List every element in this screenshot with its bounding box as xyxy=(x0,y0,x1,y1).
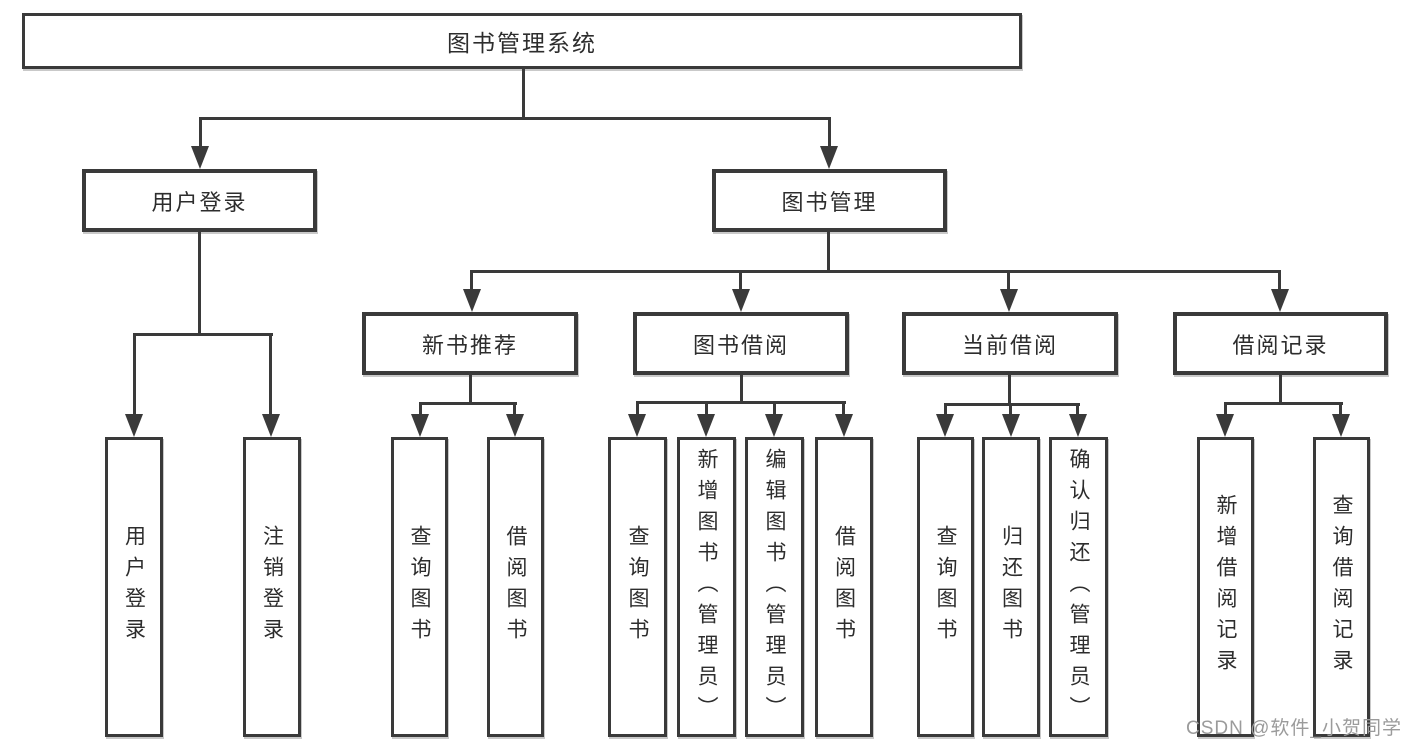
connector-line xyxy=(1279,375,1282,404)
node-library-management-system: 图书管理系统 xyxy=(22,13,1022,69)
leaf-label: 用户登录 xyxy=(122,525,146,649)
arrow-down-icon xyxy=(1216,414,1234,437)
node-label: 图书借阅 xyxy=(692,332,789,358)
connector-line xyxy=(133,333,273,336)
leaf-add-borrow-record: 新增借阅记录 xyxy=(1197,437,1254,737)
arrow-down-icon xyxy=(262,414,280,437)
arrow-down-icon xyxy=(1002,414,1020,437)
leaf-label: 确认归还（管理员） xyxy=(1067,447,1090,727)
node-book-borrowing: 图书借阅 xyxy=(633,312,849,375)
arrow-down-icon xyxy=(1000,289,1018,312)
arrow-down-icon xyxy=(191,146,209,169)
connector-line xyxy=(419,402,517,405)
connector-line xyxy=(1339,402,1342,416)
connector-line xyxy=(198,232,201,336)
arrow-down-icon xyxy=(936,414,954,437)
leaf-edit-books-admin: 编辑图书（管理员） xyxy=(745,437,804,737)
node-user-login: 用户登录 xyxy=(82,169,317,232)
leaf-add-books-admin: 新增图书（管理员） xyxy=(677,437,736,737)
leaf-query-books-borrow: 查询图书 xyxy=(608,437,667,737)
connector-line xyxy=(199,117,202,150)
connector-line xyxy=(773,401,776,416)
arrow-down-icon xyxy=(1332,414,1350,437)
node-label: 借阅记录 xyxy=(1232,332,1329,358)
connector-line xyxy=(1008,375,1011,406)
connector-line xyxy=(739,270,742,292)
arrow-down-icon xyxy=(765,414,783,437)
node-label: 用户登录 xyxy=(151,189,248,215)
leaf-return-books: 归还图书 xyxy=(982,437,1040,737)
connector-line xyxy=(705,401,708,416)
connector-line xyxy=(133,333,136,416)
connector-line xyxy=(269,333,272,416)
connector-line xyxy=(828,117,831,150)
connector-line xyxy=(740,375,743,404)
node-book-management: 图书管理 xyxy=(712,169,947,232)
leaf-query-books-recommend: 查询图书 xyxy=(391,437,448,737)
leaf-label: 编辑图书（管理员） xyxy=(763,447,786,727)
arrow-down-icon xyxy=(463,289,481,312)
connector-line xyxy=(522,69,525,118)
connector-line xyxy=(1224,402,1343,405)
connector-line xyxy=(944,403,947,416)
leaf-borrow-books: 借阅图书 xyxy=(815,437,873,737)
connector-line xyxy=(199,117,831,120)
leaf-query-books-current: 查询图书 xyxy=(917,437,974,737)
connector-line xyxy=(1278,270,1281,292)
connector-line xyxy=(944,403,1080,406)
connector-line xyxy=(1007,270,1010,292)
leaf-label: 新增借阅记录 xyxy=(1214,494,1237,680)
node-label: 图书管理 xyxy=(781,189,878,215)
connector-line xyxy=(470,270,1281,273)
arrow-down-icon xyxy=(1069,414,1087,437)
csdn-watermark: CSDN @软件_小贺同学 xyxy=(1186,718,1402,739)
arrow-down-icon xyxy=(835,414,853,437)
node-label: 新书推荐 xyxy=(421,332,518,358)
connector-line xyxy=(1076,403,1079,416)
connector-line xyxy=(1009,403,1012,416)
node-label: 图书管理系统 xyxy=(447,30,597,56)
arrow-down-icon xyxy=(820,146,838,169)
leaf-user-login: 用户登录 xyxy=(105,437,163,737)
arrow-down-icon xyxy=(411,414,429,437)
node-current-borrowing: 当前借阅 xyxy=(902,312,1118,375)
connector-line xyxy=(842,401,845,416)
leaf-label: 归还图书 xyxy=(999,525,1023,649)
connector-line xyxy=(470,270,473,292)
leaf-confirm-return-admin: 确认归还（管理员） xyxy=(1049,437,1108,737)
node-new-book-recommendation: 新书推荐 xyxy=(362,312,578,375)
arrow-down-icon xyxy=(628,414,646,437)
arrow-down-icon xyxy=(506,414,524,437)
connector-line xyxy=(827,232,830,273)
node-label: 当前借阅 xyxy=(961,332,1058,358)
connector-line xyxy=(636,401,639,416)
arrow-down-icon xyxy=(125,414,143,437)
connector-line xyxy=(1224,402,1227,416)
connector-line xyxy=(469,375,472,405)
arrow-down-icon xyxy=(732,289,750,312)
connector-line xyxy=(419,402,422,416)
leaf-label: 新增图书（管理员） xyxy=(695,447,718,727)
leaf-label: 查询图书 xyxy=(626,525,649,649)
node-borrowing-records: 借阅记录 xyxy=(1173,312,1388,375)
leaf-label: 借阅图书 xyxy=(832,525,856,649)
leaf-borrow-books-recommend: 借阅图书 xyxy=(487,437,544,737)
leaf-label: 查询图书 xyxy=(408,525,431,649)
connector-line xyxy=(513,402,516,416)
arrow-down-icon xyxy=(697,414,715,437)
leaf-query-borrow-record: 查询借阅记录 xyxy=(1313,437,1370,737)
arrow-down-icon xyxy=(1271,289,1289,312)
leaf-logout: 注销登录 xyxy=(243,437,301,737)
connector-line xyxy=(636,401,846,404)
leaf-label: 借阅图书 xyxy=(504,525,527,649)
leaf-label: 注销登录 xyxy=(260,525,284,649)
leaf-label: 查询借阅记录 xyxy=(1330,494,1353,680)
leaf-label: 查询图书 xyxy=(934,525,957,649)
